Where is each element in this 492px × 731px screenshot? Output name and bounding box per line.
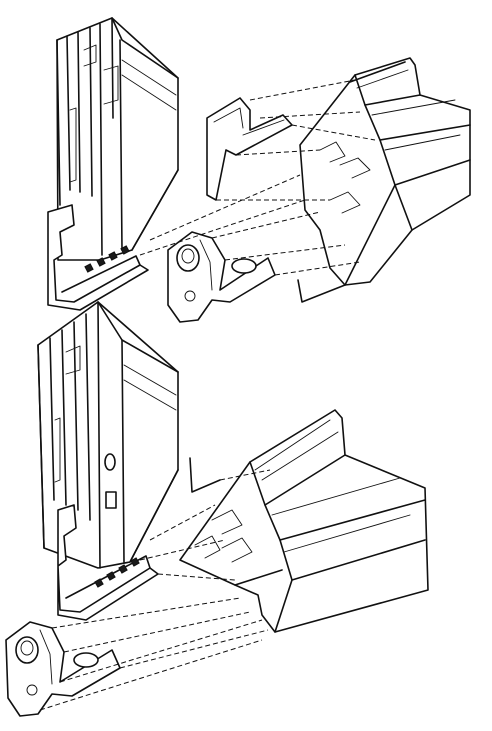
upper-assembly (47, 17, 471, 323)
lower-horizontal-profile (179, 409, 429, 633)
lower-assembly (5, 301, 429, 717)
lower-corner-connector (5, 621, 121, 717)
lower-alignment-lines (39, 469, 271, 711)
lower-end-cap-strip (57, 504, 159, 621)
upper-corner-connector (167, 231, 276, 323)
upper-vertical-profile (56, 17, 179, 261)
upper-horizontal-profile (299, 57, 471, 286)
lower-corner-gasket (189, 457, 221, 493)
lower-vertical-profile (37, 301, 179, 569)
upper-alignment-lines (139, 79, 376, 276)
upper-corner-gasket (206, 97, 293, 201)
upper-end-cap-strip (47, 204, 149, 311)
upper-horizontal-end-cap (297, 279, 346, 303)
